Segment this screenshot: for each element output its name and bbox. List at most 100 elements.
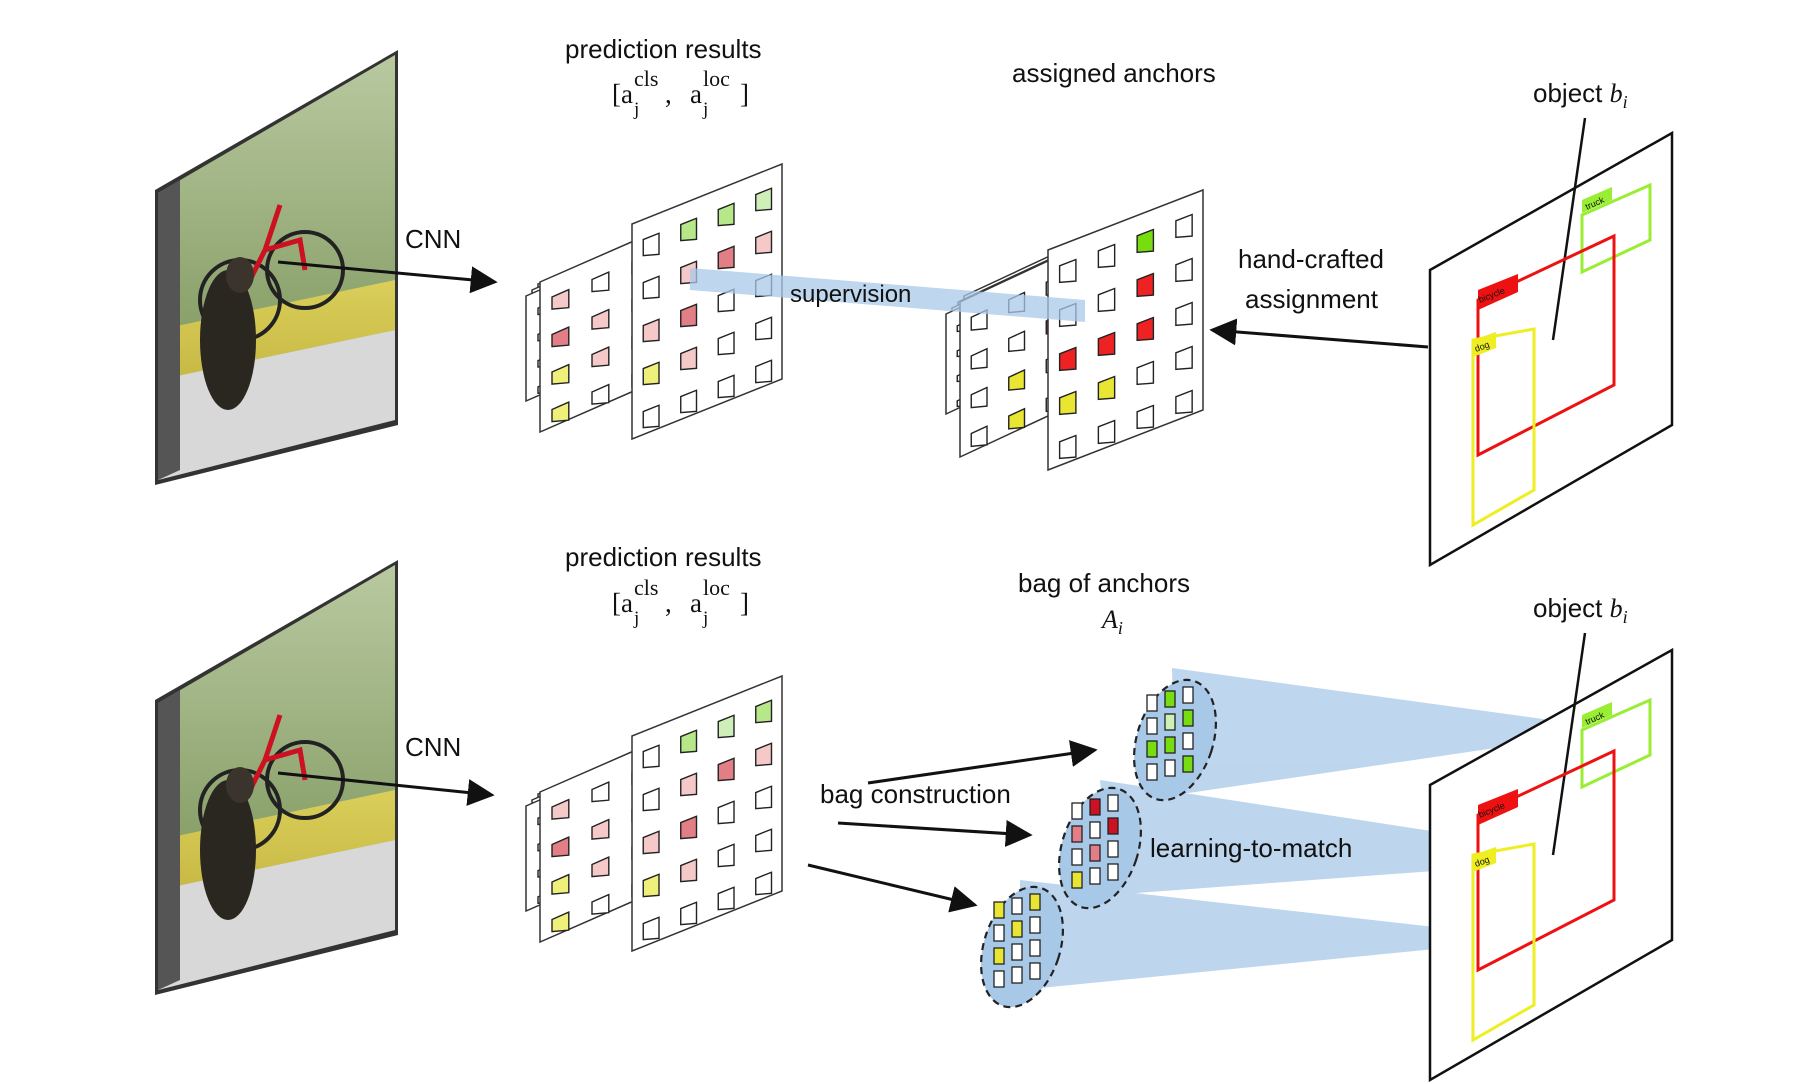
anchor-cell	[591, 308, 610, 330]
anchor-cell	[551, 326, 570, 348]
anchor-cell	[1164, 759, 1176, 777]
object-pointer-bottom	[1551, 632, 1587, 856]
anchor-cell	[591, 818, 610, 840]
anchor-cell	[642, 830, 660, 855]
anchor-cell	[1136, 404, 1155, 430]
anchor-cell	[551, 288, 570, 310]
anchor-cell	[1071, 825, 1083, 843]
anchor-cell	[551, 911, 570, 933]
anchor-cell	[642, 318, 660, 343]
anchor-cell	[717, 886, 735, 911]
anchor-cell	[1175, 257, 1193, 283]
svg-text:j: j	[702, 99, 708, 120]
anchor-cell	[642, 744, 660, 769]
anchor-cell	[717, 202, 735, 227]
anchor-cell	[970, 386, 988, 409]
anchor-cell	[1058, 434, 1077, 460]
anchor-cell	[1164, 713, 1176, 731]
anchor-cell	[591, 893, 610, 915]
anchor-cell	[1029, 962, 1041, 980]
anchor-cell	[717, 374, 735, 399]
anchor-cell	[680, 772, 698, 797]
svg-text:loc: loc	[703, 66, 730, 91]
svg-text:]: ]	[740, 79, 749, 109]
anchor-cell	[993, 924, 1005, 942]
anchor-cell	[1146, 717, 1158, 735]
anchor-cell	[642, 404, 660, 429]
anchor-cell	[1089, 867, 1101, 885]
object-panel-bottom: object bi truck bicycle dog	[1428, 593, 1674, 1083]
bike-wheel-front	[265, 230, 345, 310]
svg-text:cls: cls	[634, 66, 658, 91]
anchor-cell	[680, 729, 698, 754]
anchor-cell	[1107, 794, 1119, 812]
svg-text:a: a	[690, 79, 702, 109]
object-panel-top: object bi truck bicycle dog	[1428, 78, 1674, 568]
assignment-label: assignment	[1245, 284, 1379, 314]
anchor-cell	[1058, 390, 1077, 416]
dog-box-top: dog	[1471, 327, 1536, 528]
anchor-cell	[993, 947, 1005, 965]
anchor-cell	[1011, 966, 1023, 984]
anchor-cell	[1097, 331, 1116, 357]
anchor-cell	[551, 401, 570, 423]
anchor-cell	[1164, 690, 1176, 708]
anchor-cell	[1097, 375, 1116, 401]
anchor-cell	[755, 699, 773, 724]
anchor-cell	[755, 230, 773, 255]
anchor-bag	[1057, 786, 1143, 910]
anchor-cell	[551, 836, 570, 858]
anchor-cell	[1097, 419, 1116, 445]
anchor-cell	[1146, 694, 1158, 712]
anchor-cell	[591, 781, 610, 803]
object-pointer-top	[1551, 117, 1587, 341]
anchor-cell	[591, 856, 610, 878]
anchor-cell	[680, 815, 698, 840]
bag-symbol: Ai	[1100, 605, 1123, 638]
object-label-bottom: object bi	[1533, 593, 1628, 627]
cnn-arrow-top	[277, 260, 498, 294]
anchor-bag	[1132, 678, 1218, 802]
anchor-bag	[979, 885, 1065, 1009]
bicycle-box-top: bicycle	[1476, 233, 1616, 458]
anchor-cell	[1008, 368, 1026, 391]
anchor-cell	[1146, 740, 1158, 758]
anchor-cell	[1182, 732, 1194, 750]
anchor-cell	[680, 389, 698, 414]
anchor-cell	[680, 858, 698, 883]
anchor-cell	[1089, 821, 1101, 839]
anchor-cell	[591, 346, 610, 368]
prediction-feature-stack-top	[525, 162, 783, 441]
svg-text:dog: dog	[1473, 339, 1491, 354]
anchor-cell	[642, 232, 660, 257]
anchor-cell	[1011, 943, 1023, 961]
anchor-cell	[755, 828, 773, 853]
anchor-cell	[1136, 272, 1155, 298]
anchor-cell	[1071, 871, 1083, 889]
anchor-cell	[551, 798, 570, 820]
anchor-cell	[1089, 844, 1101, 862]
anchor-cell	[1164, 736, 1176, 754]
anchor-cell	[717, 714, 735, 739]
input-photo-top	[155, 50, 398, 485]
anchor-cell	[1175, 389, 1193, 415]
anchor-cell	[642, 787, 660, 812]
anchor-cell	[680, 346, 698, 371]
anchor-cell	[1136, 360, 1155, 386]
input-photo-bottom	[155, 560, 398, 995]
svg-text:[a: [a	[612, 79, 633, 109]
anchor-cell	[680, 303, 698, 328]
svg-text:j: j	[633, 608, 639, 629]
cnn-label-bottom: CNN	[405, 732, 461, 762]
anchor-cell	[755, 785, 773, 810]
anchor-cell	[993, 901, 1005, 919]
anchor-cell	[591, 271, 610, 293]
anchor-cell	[680, 217, 698, 242]
svg-text:loc: loc	[703, 575, 730, 600]
bag-construction-label: bag construction	[820, 779, 1011, 809]
learning-to-match-beams	[1020, 668, 1555, 990]
anchor-cell	[1089, 798, 1101, 816]
anchor-cell	[1175, 213, 1193, 239]
truck-box-bottom: truck	[1580, 697, 1652, 790]
